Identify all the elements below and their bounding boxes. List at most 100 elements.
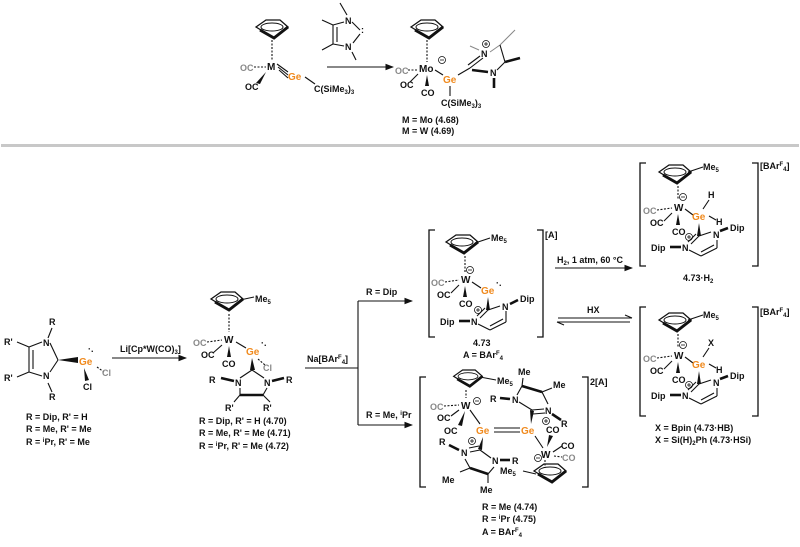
- nitrogen-label: N: [502, 302, 509, 312]
- pentamethylcyclopentadienyl-ring-icon: [657, 163, 693, 185]
- nitrogen-label: N: [713, 378, 720, 388]
- co-label: CO: [561, 441, 575, 451]
- r-label: R: [439, 437, 446, 447]
- germanium-label: Ge: [246, 347, 260, 358]
- counterion-label: [BArF4]: [760, 307, 790, 319]
- nhc-germanium-dichloride: R N R' R' N R Ge ·. Cl Cl R = Dip, R' = …: [4, 317, 111, 447]
- co-label-wedge: CO: [546, 425, 560, 435]
- nitrogen-label: N: [43, 338, 50, 348]
- methyl-label: Me: [442, 475, 455, 485]
- bracket-left: [639, 306, 646, 417]
- bracket-right: [752, 306, 759, 417]
- co-label-wedge: CO: [421, 88, 435, 98]
- anion-label: A = BArF4: [482, 527, 523, 539]
- equilibrium-arrows: [556, 314, 633, 326]
- bracket-left: [639, 162, 646, 267]
- nitrogen-label: N: [545, 406, 552, 416]
- pentamethylcyclopentadienyl-ring-icon: [532, 462, 568, 484]
- r-label: R: [49, 392, 56, 402]
- co-label-hashed: OC: [193, 338, 207, 348]
- methyl-label: Me: [518, 367, 531, 377]
- r-label: R: [49, 317, 56, 327]
- top-product-germyl-complex: Mo OC OC CO Ge C(SiMe3)3 N N M = Mo (4.6…: [395, 18, 521, 136]
- branch-label-dip: R = Dip: [366, 287, 398, 297]
- dip-label: Dip: [520, 294, 535, 304]
- co-label-wedge: CO: [222, 359, 236, 369]
- intermediate-4-70-to-4-72: Me5 W OC OC CO Ge ·. Cl N N R R R' R' R …: [193, 290, 293, 451]
- x-substituent-label: X: [708, 338, 714, 348]
- nitrogen-label: N: [512, 395, 519, 405]
- germanium-label: Ge: [79, 357, 93, 368]
- me5-label: Me5: [491, 233, 508, 245]
- r-label: R: [286, 375, 293, 385]
- negative-charge-icon: [438, 56, 446, 64]
- methyl-label: Me: [553, 380, 566, 390]
- branch-label-me-ipr: R = Me, iPr: [366, 410, 412, 420]
- hydride-label: H: [708, 190, 715, 200]
- me5-label: Me5: [497, 376, 514, 388]
- dip-label: Dip: [651, 391, 666, 401]
- germanium-label: Ge: [481, 286, 495, 297]
- methyl-label: Me: [480, 485, 493, 495]
- nitrogen-label: N: [492, 456, 499, 466]
- compound-label-4-73-h2: 4.73·H2: [683, 273, 714, 285]
- cation-4-73: [A] Me5 W OC OC CO Ge ·. N Dip N Dip 4.7…: [428, 229, 558, 362]
- lone-pair: ·.: [496, 278, 502, 288]
- pentamethylcyclopentadienyl-ring-icon: [657, 311, 693, 333]
- r-prime-label: R': [263, 403, 272, 413]
- r-label: R: [490, 394, 497, 404]
- co-label-wedge: OC: [444, 426, 458, 436]
- positive-charge-icon: [482, 40, 490, 48]
- compound-label-4-74: R = Me (4.74): [482, 502, 537, 512]
- germanium-label: Ge: [521, 426, 535, 437]
- lone-pair: ·.: [261, 338, 267, 348]
- tungsten-label: W: [674, 351, 684, 362]
- tungsten-label: W: [541, 450, 551, 461]
- negative-charge-icon: [534, 454, 542, 462]
- co-label: OC: [650, 218, 664, 228]
- hypersilyl-substituent: C(SiMe3)3: [314, 84, 355, 96]
- co-label: OC: [201, 350, 215, 360]
- bracket-right: [537, 229, 544, 338]
- nitrogen-label: N: [345, 16, 352, 26]
- positive-charge-icon: [474, 306, 482, 314]
- bracket-left: [419, 376, 426, 488]
- counterion-label: 2[A]: [590, 377, 608, 387]
- co-label: OC: [650, 366, 664, 376]
- co-label-hashed: OC: [643, 206, 657, 216]
- digermene-dimer-4-74-4-75: 2[A] Me5 W OC OC OC Ge Ge N R N R: [419, 367, 608, 539]
- reagent-li-cp-w-co3: Li[Cp*W(CO)3]: [120, 344, 181, 356]
- nitrogen-label: N: [481, 49, 488, 59]
- product-4-73-h2: [BArF4] Me5 W OC OC CO Ge H H N Dip N Di…: [639, 161, 790, 285]
- negative-charge-icon: [466, 266, 474, 274]
- product-4-73-hx: [BArF4] Me5 W OC OC CO Ge X H N Dip N Di…: [639, 306, 790, 447]
- compound-label-4-73-hb: X = Bpin (4.73·HB): [655, 423, 733, 433]
- co-label-hashed: OC: [395, 66, 409, 76]
- co-label-hashed: CO: [562, 453, 576, 463]
- r-label: R: [209, 375, 216, 385]
- tungsten-label: W: [461, 275, 471, 286]
- hydride-label: H: [716, 217, 723, 227]
- compound-label-4-71: R = Me, R' = Me (4.71): [199, 428, 291, 438]
- negative-charge-icon: [473, 397, 481, 405]
- compound-label-4-72: R = iPr, R' = Me (4.72): [199, 441, 289, 451]
- positive-charge-icon: [685, 233, 693, 241]
- pentamethylcyclopentadienyl-ring-icon: [209, 290, 245, 312]
- hypersilyl-substituent: C(SiMe3)3: [441, 98, 482, 110]
- co-label-hashed: OC: [643, 354, 657, 364]
- nitrogen-label: N: [713, 230, 720, 240]
- lone-pair: ·.: [88, 344, 94, 354]
- compound-label-4-69: M = W (4.69): [402, 126, 454, 136]
- hydride-label: H: [716, 365, 723, 375]
- nitrogen-label: N: [682, 243, 689, 253]
- compound-label-4-75: R = iPr (4.75): [482, 514, 536, 524]
- r-prime-label: R': [225, 403, 234, 413]
- r-label: R: [561, 419, 568, 429]
- substituent-label: R = iPr, R' = Me: [26, 437, 90, 447]
- co-label: OC: [400, 80, 414, 90]
- nitrogen-label: N: [471, 317, 478, 327]
- dip-label: Dip: [730, 371, 745, 381]
- r-prime-label: R': [4, 337, 13, 347]
- compound-label-4-73: 4.73: [473, 338, 491, 348]
